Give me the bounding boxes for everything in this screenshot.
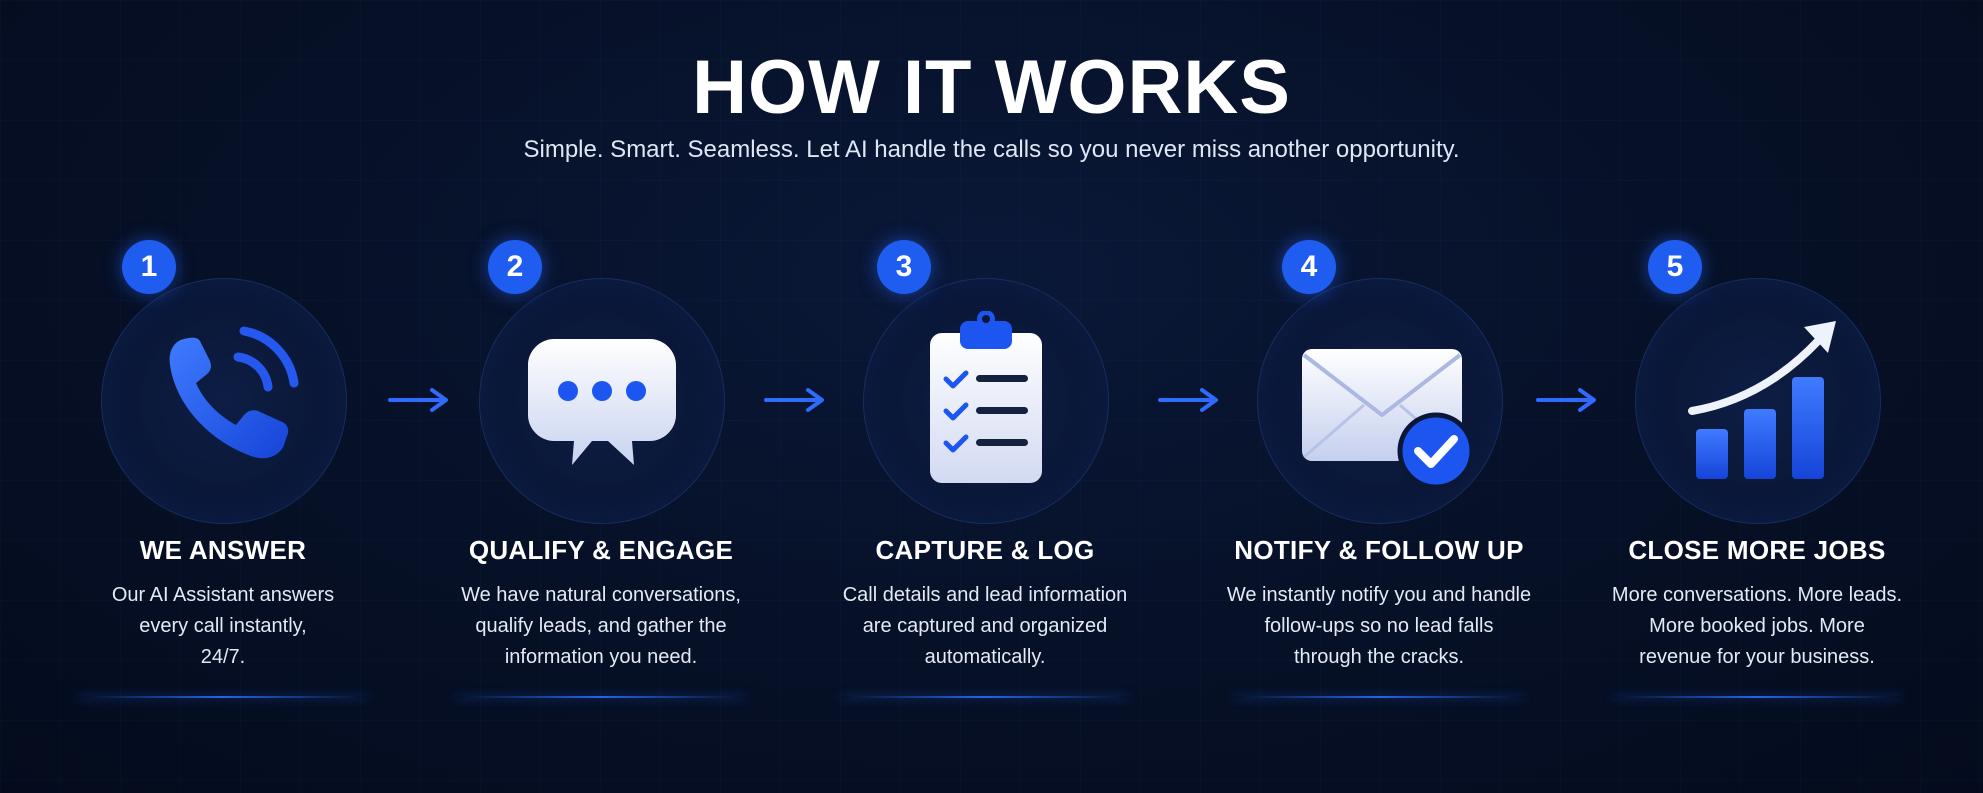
- step-description-line: information you need.: [504, 646, 698, 668]
- step-description-line: More booked jobs. More: [1649, 615, 1865, 637]
- arrow-right-icon: [1158, 388, 1218, 412]
- step-description-line: We have natural conversations,: [461, 584, 741, 606]
- step-icon-circle: [863, 278, 1109, 524]
- step-icon-circle: [101, 278, 347, 524]
- step-heading: CAPTURE & LOG: [875, 535, 1095, 565]
- step-number-badge: 5: [1648, 240, 1702, 294]
- glow-underline: [840, 696, 1130, 698]
- arrow-right-icon: [1536, 388, 1596, 412]
- step-description: More conversations. More leads. More boo…: [1592, 580, 1922, 673]
- step-heading: CLOSE MORE JOBS: [1628, 535, 1886, 565]
- chat-bubble-icon: [528, 339, 676, 465]
- step-description-line: Our AI Assistant answers: [111, 584, 335, 606]
- step-description-line: every call instantly,: [139, 615, 307, 637]
- step-description: We instantly notify you and handle follo…: [1214, 580, 1544, 673]
- step-description-line: follow-ups so no lead falls: [1264, 615, 1494, 637]
- phone-icon: [169, 326, 299, 459]
- step-description-line: automatically.: [924, 646, 1046, 668]
- step-description-line: Call details and lead information: [842, 584, 1128, 606]
- glow-underline: [1234, 696, 1524, 698]
- arrow-right-icon: [764, 388, 824, 412]
- step-description: We have natural conversations, qualify l…: [436, 580, 766, 673]
- page-title: HOW IT WORKS: [692, 45, 1291, 130]
- glow-underline: [78, 696, 368, 698]
- step-description-line: 24/7.: [200, 646, 246, 668]
- step-number-badge: 2: [488, 240, 542, 294]
- step-icon-circle: [479, 278, 725, 524]
- arrow-right-icon: [388, 388, 448, 412]
- glow-underline: [1612, 696, 1902, 698]
- glow-underline: [456, 696, 746, 698]
- step-description: Call details and lead information are ca…: [820, 580, 1150, 673]
- step-icon-circle: [1257, 278, 1503, 524]
- step-description-line: revenue for your business.: [1639, 646, 1875, 668]
- step-number-badge: 1: [122, 240, 176, 294]
- step-icon-circle: [1635, 278, 1881, 524]
- step-number-badge: 3: [877, 240, 931, 294]
- page-subtitle: Simple. Smart. Seamless. Let AI handle t…: [523, 136, 1460, 163]
- envelope-check-icon: [1302, 349, 1470, 490]
- step-heading: WE ANSWER: [139, 535, 307, 565]
- growth-chart-icon: [1688, 321, 1836, 479]
- step-description-line: More conversations. More leads.: [1611, 584, 1903, 606]
- clipboard-checklist-icon: [930, 311, 1042, 483]
- step-description-line: qualify leads, and gather the: [475, 615, 727, 637]
- step-description-line: We instantly notify you and handle: [1226, 584, 1532, 606]
- step-number-badge: 4: [1282, 240, 1336, 294]
- step-heading: NOTIFY & FOLLOW UP: [1234, 535, 1524, 565]
- step-heading: QUALIFY & ENGAGE: [468, 535, 734, 565]
- step-description: Our AI Assistant answers every call inst…: [58, 580, 388, 673]
- step-description-line: are captured and organized: [862, 615, 1108, 637]
- step-description-line: through the cracks.: [1293, 646, 1465, 668]
